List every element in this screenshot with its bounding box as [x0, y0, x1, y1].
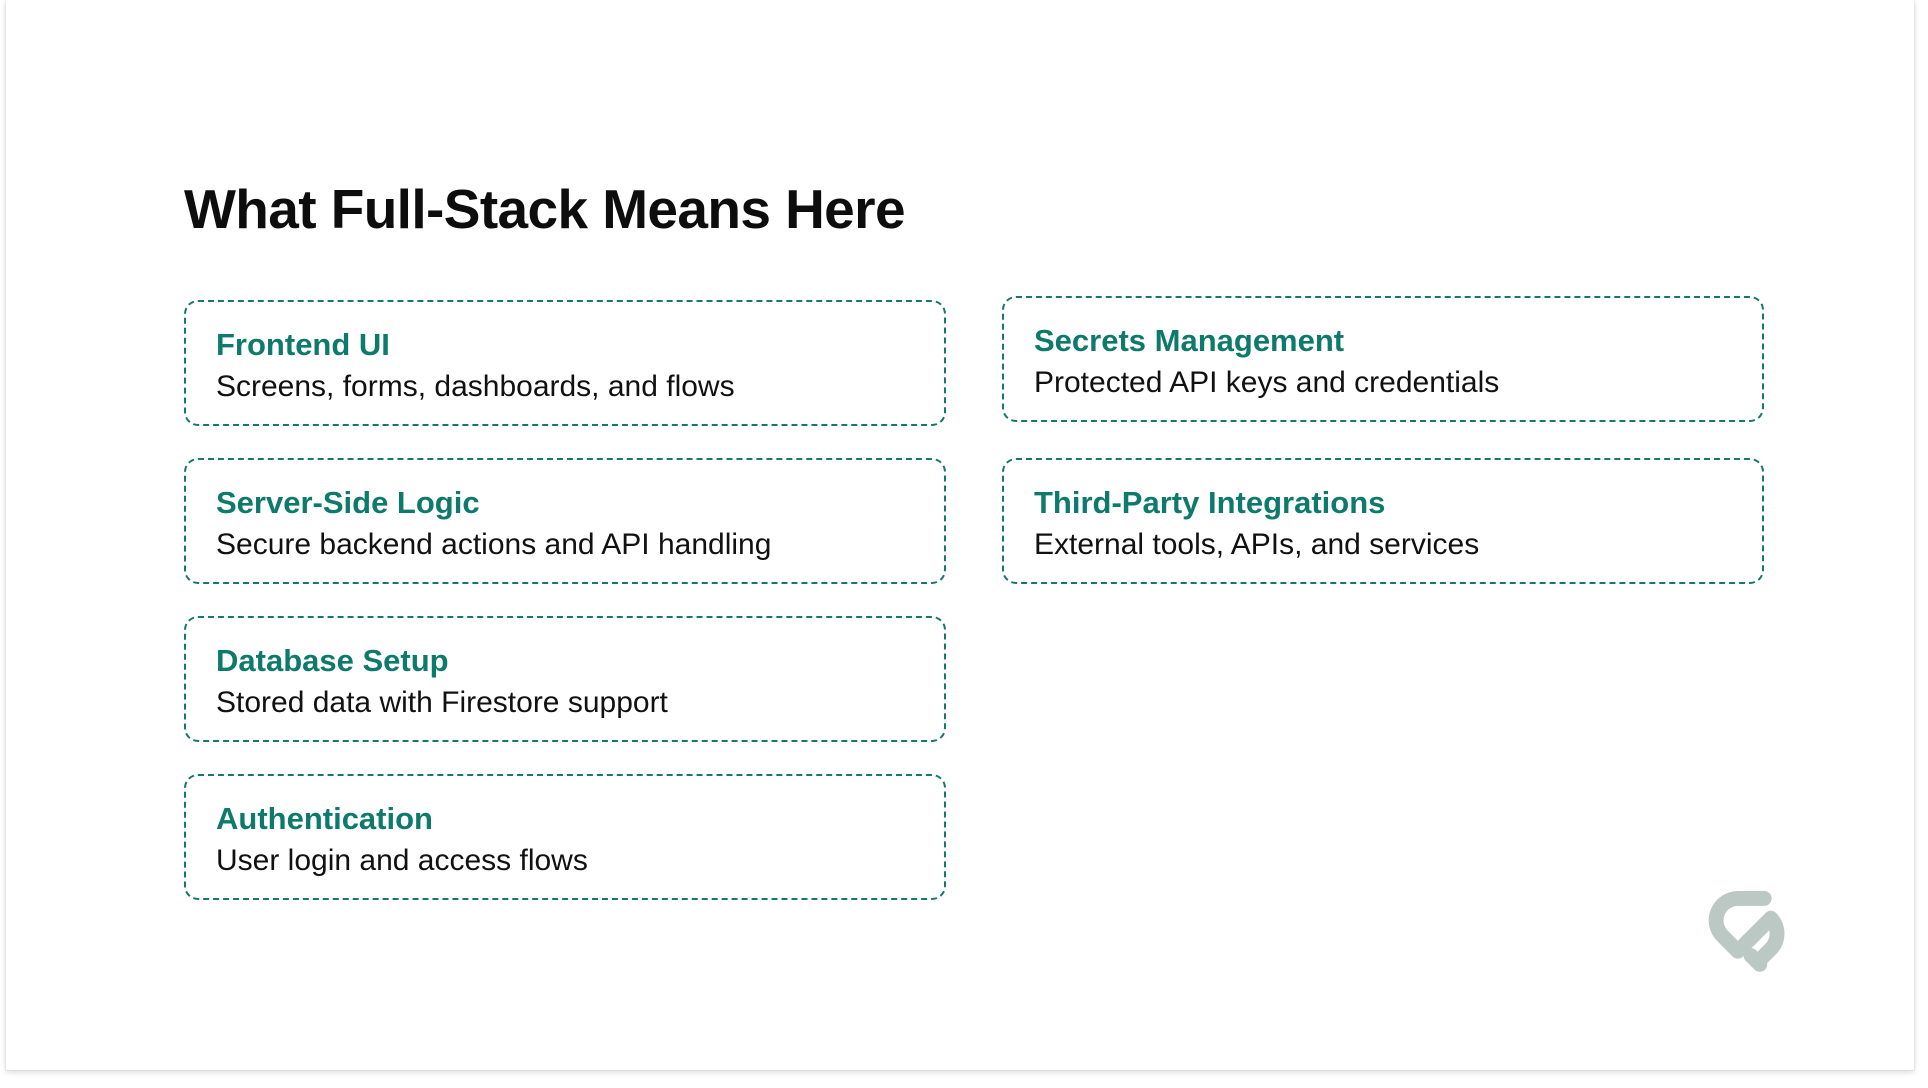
card-title: Database Setup [216, 643, 449, 678]
card-title: Authentication [216, 801, 433, 836]
card-frontend-ui[interactable]: Frontend UI Screens, forms, dashboards, … [184, 300, 946, 426]
card-title: Secrets Management [1034, 323, 1345, 358]
card-description: Screens, forms, dashboards, and flows [216, 370, 735, 404]
card-description: Protected API keys and credentials [1034, 366, 1500, 400]
card-title: Frontend UI [216, 327, 390, 362]
card-description: User login and access flows [216, 844, 588, 878]
s-link-logo-icon [1696, 872, 1806, 982]
card-description: External tools, APIs, and services [1034, 528, 1480, 562]
page-title: What Full-Stack Means Here [184, 178, 906, 240]
card-description: Stored data with Firestore support [216, 686, 668, 720]
card-title: Third-Party Integrations [1034, 485, 1386, 520]
card-server-side-logic[interactable]: Server-Side Logic Secure backend actions… [184, 458, 946, 584]
card-database-setup[interactable]: Database Setup Stored data with Firestor… [184, 616, 946, 742]
card-description: Secure backend actions and API handling [216, 528, 772, 562]
card-title: Server-Side Logic [216, 485, 480, 520]
right-column: Secrets Management Protected API keys an… [1002, 296, 1764, 620]
card-authentication[interactable]: Authentication User login and access flo… [184, 774, 946, 900]
left-column: Frontend UI Screens, forms, dashboards, … [184, 300, 946, 932]
card-secrets-management[interactable]: Secrets Management Protected API keys an… [1002, 296, 1764, 422]
card-third-party-integrations[interactable]: Third-Party Integrations External tools,… [1002, 458, 1764, 584]
slide-canvas: What Full-Stack Means Here Frontend UI S… [6, 0, 1914, 1070]
